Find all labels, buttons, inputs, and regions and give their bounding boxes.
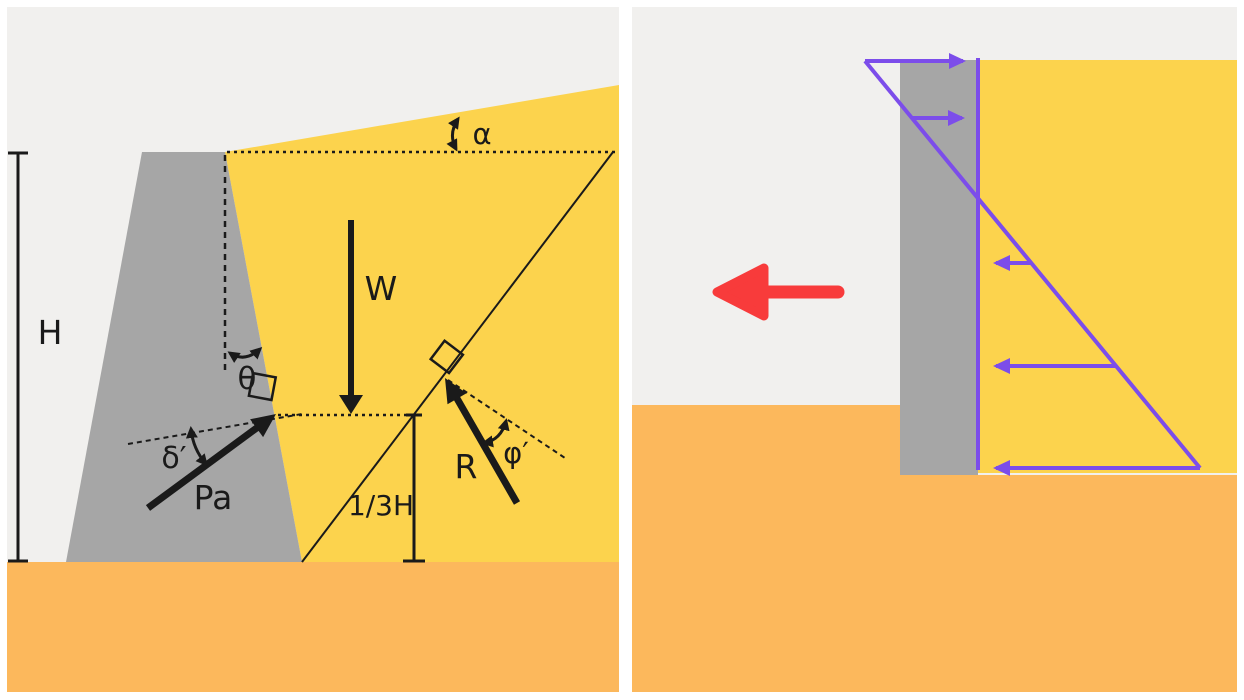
height-dimension — [8, 151, 28, 563]
wedge-weight-label: W — [365, 269, 398, 308]
retaining-wall — [900, 60, 978, 475]
weight-arrowhead — [339, 395, 363, 414]
phi-angle-arc — [481, 418, 510, 448]
foundation-ground — [632, 405, 1237, 692]
thrust-height-label: 1/3H — [348, 489, 414, 522]
pressure-envelope-line — [863, 59, 1202, 470]
failure-plane-line — [301, 151, 614, 563]
reaction-force-shaft — [451, 393, 521, 505]
pressure-distribution-panel — [632, 7, 1237, 692]
active-thrust-label: Pa — [194, 478, 233, 517]
soil-friction-angle-label: φ′ — [503, 436, 529, 470]
one-third-height-dimension — [403, 413, 425, 563]
theta-angle-arc — [227, 346, 263, 363]
reaction-force-arrow — [445, 378, 521, 505]
foundation-ground — [7, 562, 619, 692]
retained-soil — [978, 60, 1237, 473]
wall-batter-angle-label: θ — [238, 361, 257, 397]
backfill-soil — [225, 85, 619, 562]
left-arrow-icon — [712, 263, 845, 321]
active-thrust-arrowhead — [250, 414, 276, 438]
reaction-force-label: R — [455, 447, 478, 486]
wall-friction-angle-label: δ′ — [161, 441, 186, 476]
active-thrust-shaft — [145, 424, 261, 511]
backfill-slope-angle-label: α — [472, 117, 491, 151]
movement-arrowhead — [712, 263, 769, 321]
alpha-angle-arc — [446, 116, 460, 152]
pressure-distribution-diagram — [863, 53, 1202, 476]
reaction-force-arrowhead — [445, 378, 467, 405]
wall-height-label: H — [38, 313, 63, 352]
delta-angle-arc — [185, 426, 208, 467]
retaining-wall — [66, 152, 302, 562]
failure-plane-right-angle-mark — [428, 339, 465, 375]
active-thrust-arrow — [145, 414, 276, 511]
weight-arrow — [339, 220, 363, 414]
failure-plane-normal-dashed-line — [447, 379, 566, 459]
coulomb-wedge-diagram-panel: H α θ W 1/3H — [7, 7, 619, 692]
wall-face-right-angle-mark — [247, 371, 278, 402]
